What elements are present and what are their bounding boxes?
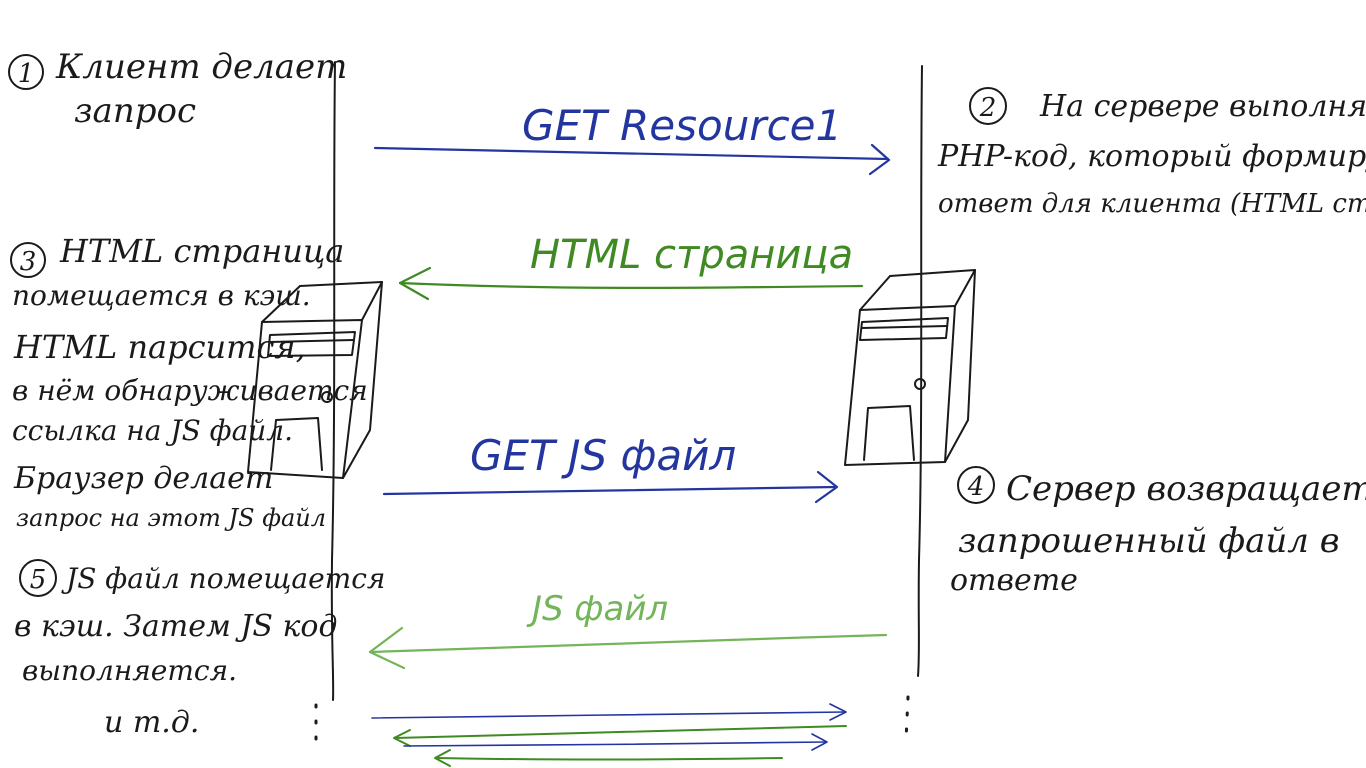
request-arrow-resource1: GET Resource1 xyxy=(373,101,891,176)
server-lifeline-dots xyxy=(904,695,910,742)
step4-line-3: ответе xyxy=(950,563,1078,598)
step1-note: 1 Клиент делает запрос xyxy=(8,47,347,131)
step1-line-2: запрос xyxy=(74,91,196,131)
step3-line-7: запрос на этот JS файл xyxy=(16,504,326,532)
step4-line-2: запрошенный файл в xyxy=(958,521,1340,561)
step2-line-1: На сервере выполняется xyxy=(1039,89,1366,124)
step1-number: 1 xyxy=(18,59,35,89)
step2-line-2: PHP-код, который формирует xyxy=(937,139,1366,174)
step3-line-6: Браузер делает xyxy=(13,461,273,496)
further-exchanges-arrows xyxy=(371,703,847,767)
step3-note: 3 HTML страница помещается в кэш. HTML п… xyxy=(10,232,368,532)
step4-line-1: Сервер возвращает xyxy=(1006,469,1366,509)
step3-line-1: HTML страница xyxy=(59,232,344,270)
step3-line-2: помещается в кэш. xyxy=(12,279,311,312)
step2-number-circle xyxy=(969,87,1007,125)
request-label-js: GET JS файл xyxy=(470,431,736,480)
step2-number: 2 xyxy=(979,93,997,123)
response-arrow-js: JS файл xyxy=(368,589,888,670)
request-label-resource1: GET Resource1 xyxy=(522,101,842,150)
step2-note: 2 На сервере выполняется PHP-код, которы… xyxy=(937,87,1366,219)
step5-line-1: JS файл помещается xyxy=(61,562,385,595)
step4-number: 4 xyxy=(967,472,985,502)
step2-line-3: ответ для клиента (HTML страницу) xyxy=(938,189,1366,219)
step1-number-circle xyxy=(8,54,44,90)
step4-note: 4 Сервер возвращает запрошенный файл в о… xyxy=(950,466,1366,598)
step3-line-4: в нём обнаруживается xyxy=(12,374,368,407)
etc-note: и т.д. xyxy=(104,705,199,740)
step3-line-3: HTML парсится, xyxy=(13,328,306,366)
client-lifeline xyxy=(330,61,336,701)
server-computer-tower-icon xyxy=(844,269,976,466)
step1-line-1: Клиент делает xyxy=(55,47,347,87)
step4-number-circle xyxy=(957,466,995,504)
response-label-js: JS файл xyxy=(526,589,668,629)
step5-line-2: в кэш. Затем JS код xyxy=(14,609,338,644)
step3-number: 3 xyxy=(20,247,37,277)
server-lifeline xyxy=(917,65,923,677)
step5-number-circle xyxy=(19,559,57,597)
response-label-html: HTML страница xyxy=(530,232,853,278)
step3-number-circle xyxy=(10,242,46,278)
step3-line-5: ссылка на JS файл. xyxy=(12,414,293,447)
client-computer-tower-icon xyxy=(247,281,383,479)
step5-number: 5 xyxy=(30,565,47,595)
request-arrow-js: GET JS файл xyxy=(382,431,839,504)
step5-note: 5 JS файл помещается в кэш. Затем JS код… xyxy=(14,559,385,687)
response-arrow-html: HTML страница xyxy=(398,232,864,301)
step5-line-3: выполняется. xyxy=(22,654,237,687)
